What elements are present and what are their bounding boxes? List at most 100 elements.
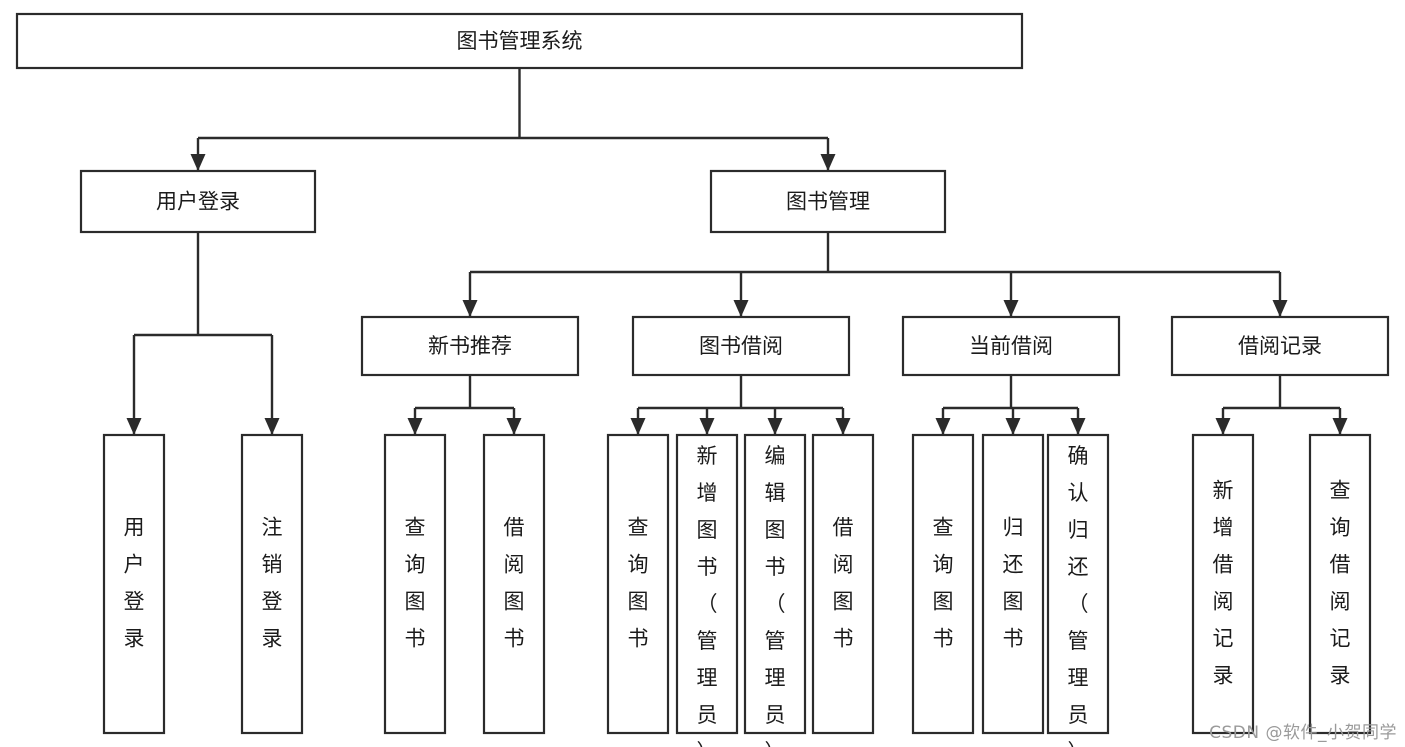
node-label-char: 阅 bbox=[1213, 590, 1234, 614]
node-label-char: 书 bbox=[504, 627, 525, 651]
arrow-head-icon bbox=[506, 418, 522, 435]
node-label-char: 员 bbox=[697, 703, 718, 727]
nodes-layer: 图书管理系统用户登录图书管理新书推荐图书借阅当前借阅借阅记录用户登录注销登录查询… bbox=[15, 12, 1390, 747]
node-label-char: ） bbox=[697, 740, 718, 747]
node-label-char: 查 bbox=[628, 516, 649, 540]
node-label: 图书管理系统 bbox=[457, 29, 583, 53]
node-label-char: 询 bbox=[933, 553, 954, 577]
node-label-char: （ bbox=[1068, 592, 1089, 616]
node-book-borrow[interactable]: 图书借阅 bbox=[631, 315, 851, 377]
node-label-char: 员 bbox=[765, 703, 786, 727]
arrow-head-icon bbox=[1272, 300, 1288, 317]
node-label-char: 查 bbox=[405, 516, 426, 540]
node-user-login[interactable]: 用户登录 bbox=[79, 169, 317, 234]
node-label: 图书管理 bbox=[786, 190, 870, 214]
node-label-char: 借 bbox=[504, 516, 525, 540]
node-label-char: 销 bbox=[262, 553, 283, 577]
node-label-char: 图 bbox=[697, 518, 718, 542]
arrow-head-icon bbox=[699, 418, 715, 435]
node-label-char: 记 bbox=[1330, 627, 1351, 651]
node-label-char: 登 bbox=[262, 590, 283, 614]
node-label-char: 阅 bbox=[1330, 590, 1351, 614]
arrow-head-icon bbox=[630, 418, 646, 435]
node-label-char: 书 bbox=[628, 627, 649, 651]
node-label-char: 图 bbox=[405, 590, 426, 614]
node-label-char: 注 bbox=[262, 516, 283, 540]
node-label: 图书借阅 bbox=[699, 334, 783, 358]
node-label-char: （ bbox=[765, 592, 786, 616]
node-label-char: 管 bbox=[697, 629, 718, 653]
node-label-char: 用 bbox=[124, 516, 145, 540]
arrow-head-icon bbox=[767, 418, 783, 435]
node-new-book-recommend[interactable]: 新书推荐 bbox=[360, 315, 580, 377]
node-borrow-record[interactable]: 借阅记录 bbox=[1170, 315, 1390, 377]
watermark-text: CSDN @软件_小贺同学 bbox=[1209, 723, 1397, 743]
arrow-head-icon bbox=[1215, 418, 1231, 435]
node-label-char: 确 bbox=[1068, 444, 1089, 468]
node-label-char: 书 bbox=[765, 555, 786, 579]
node-label-char: 询 bbox=[628, 553, 649, 577]
arrow-head-icon bbox=[264, 418, 280, 435]
arrow-head-icon bbox=[1003, 300, 1019, 317]
arrow-head-icon bbox=[126, 418, 142, 435]
node-label-char: 借 bbox=[833, 516, 854, 540]
connectors-layer bbox=[126, 68, 1348, 435]
node-label-char: 录 bbox=[1330, 664, 1351, 688]
node-label-char: 图 bbox=[1003, 590, 1024, 614]
node-current-borrow[interactable]: 当前借阅 bbox=[901, 315, 1121, 377]
node-label: 借阅记录 bbox=[1238, 334, 1322, 358]
node-label-char: 编 bbox=[765, 444, 786, 468]
node-label-char: 还 bbox=[1068, 555, 1089, 579]
arrow-head-icon bbox=[733, 300, 749, 317]
arrow-head-icon bbox=[407, 418, 423, 435]
arrow-head-icon bbox=[935, 418, 951, 435]
node-label-char: 管 bbox=[765, 629, 786, 653]
node-label-char: ） bbox=[765, 740, 786, 747]
node-label-char: 图 bbox=[833, 590, 854, 614]
node-leaf-user-login[interactable]: 用户登录 bbox=[102, 433, 166, 735]
node-label-char: 阅 bbox=[504, 553, 525, 577]
node-label-char: 新 bbox=[1213, 479, 1234, 503]
node-label-char: 图 bbox=[628, 590, 649, 614]
node-label-char: 查 bbox=[933, 516, 954, 540]
arrow-head-icon bbox=[835, 418, 851, 435]
node-label: 当前借阅 bbox=[969, 334, 1053, 358]
node-label-char: 录 bbox=[124, 627, 145, 651]
node-label-char: 书 bbox=[697, 555, 718, 579]
node-root-root[interactable]: 图书管理系统 bbox=[15, 12, 1024, 70]
node-label-char: 管 bbox=[1068, 629, 1089, 653]
node-label-char: 登 bbox=[124, 590, 145, 614]
node-label-char: 借 bbox=[1330, 553, 1351, 577]
arrow-head-icon bbox=[1005, 418, 1021, 435]
node-label-char: 录 bbox=[262, 627, 283, 651]
node-label-char: 书 bbox=[1003, 627, 1024, 651]
node-label-char: 图 bbox=[933, 590, 954, 614]
node-label-char: 增 bbox=[1213, 516, 1234, 540]
node-label-char: 查 bbox=[1330, 479, 1351, 503]
node-label-char: 员 bbox=[1068, 703, 1089, 727]
node-label-char: （ bbox=[697, 592, 718, 616]
arrow-head-icon bbox=[190, 154, 206, 171]
node-label: 用户登录 bbox=[156, 190, 240, 214]
node-label-char: 询 bbox=[405, 553, 426, 577]
node-label-char: 图 bbox=[504, 590, 525, 614]
node-label-char: 询 bbox=[1330, 516, 1351, 540]
arrow-head-icon bbox=[462, 300, 478, 317]
node-label-char: 增 bbox=[697, 481, 718, 505]
node-book-management[interactable]: 图书管理 bbox=[709, 169, 947, 234]
arrow-head-icon bbox=[1070, 418, 1086, 435]
